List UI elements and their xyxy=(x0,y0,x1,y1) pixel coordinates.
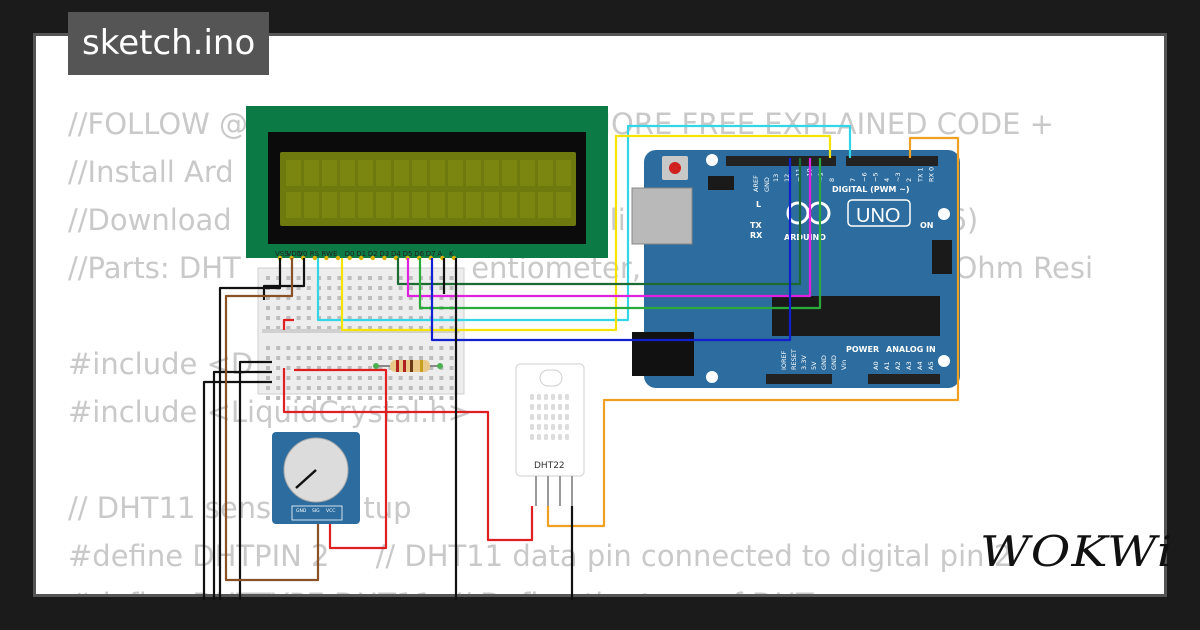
arduino-digital-pin-label: ~11 xyxy=(794,168,802,182)
lcd-pin-label: V0 xyxy=(298,250,307,258)
lcd-pin-label: D1 xyxy=(356,250,366,258)
wire-black-1 xyxy=(202,380,272,600)
lcd-pin-label: K xyxy=(449,250,454,258)
wire-cyan xyxy=(316,124,852,322)
arduino-digital-pin-label: 2 xyxy=(905,178,913,182)
resistor xyxy=(373,360,443,372)
arduino-digital-pin-label: RX 0 xyxy=(928,167,936,182)
arduino-gnd-label: GND xyxy=(763,177,771,192)
arduino-brand: ARDUINO xyxy=(784,233,826,242)
on-led-label: ON xyxy=(920,221,934,230)
arduino-model: UNO xyxy=(856,205,900,227)
lcd-pin-label: VSS xyxy=(275,250,289,258)
l-led-label: L xyxy=(756,200,761,209)
arduino-power-pin-label: IOREF xyxy=(780,350,788,370)
arduino-digital-pin-label: TX 1 xyxy=(916,167,924,183)
arduino-uno: DIGITAL (PWM ~) POWER ANALOG IN ON L TX … xyxy=(631,150,960,388)
analog-header-label: ANALOG IN xyxy=(886,345,936,354)
arduino-digital-pin-label: 12 xyxy=(783,174,791,182)
wire-green xyxy=(418,158,822,310)
arduino-aref-label: AREF xyxy=(752,175,760,192)
lcd-pin-label: RS xyxy=(310,250,320,258)
arduino-analog-pin-label: A1 xyxy=(883,361,891,370)
power-header-label: POWER xyxy=(846,345,879,354)
wires xyxy=(202,124,960,600)
lcd-pin-label: D0 xyxy=(345,250,355,258)
wire-black-5 xyxy=(218,258,282,600)
arduino-digital-pin-label: ~5 xyxy=(872,172,880,182)
arduino-analog-pin-label: A0 xyxy=(872,361,880,370)
wire-brown xyxy=(224,258,320,582)
wire-blue xyxy=(430,158,792,342)
wokwi-logo: WOKWi xyxy=(980,527,1174,576)
lcd-pin-last: 16 xyxy=(462,261,470,268)
wire-orange xyxy=(546,136,960,528)
arduino-power-pin-label: 3.3V xyxy=(800,355,808,370)
pot-pin-vcc: VCC xyxy=(326,508,335,514)
dht22-sensor: DHT22 xyxy=(515,363,585,506)
lcd-pin-label: D2 xyxy=(368,250,378,258)
arduino-analog-pin-label: A3 xyxy=(905,361,913,370)
wire-darkgreen xyxy=(396,158,802,286)
file-title-badge: sketch.ino xyxy=(68,12,270,75)
arduino-digital-pin-label: 4 xyxy=(883,178,891,182)
wire-red-pot xyxy=(294,368,388,550)
lcd-pin-label: E xyxy=(333,250,337,258)
arduino-digital-pin-label: ~3 xyxy=(894,172,902,182)
tx-led-label: TX xyxy=(750,221,762,230)
wire-magenta xyxy=(406,158,812,298)
arduino-analog-pin-label: A4 xyxy=(916,361,924,370)
lcd-pin-label: D7 xyxy=(426,250,436,258)
arduino-digital-pin-label: 7 xyxy=(849,178,857,182)
lcd-pin-label: D6 xyxy=(414,250,424,258)
wire-black-3 xyxy=(238,360,272,600)
arduino-power-pin-label: GND xyxy=(830,355,838,370)
lcd-pin-label: D3 xyxy=(379,250,389,258)
digital-header-label: DIGITAL (PWM ~) xyxy=(832,185,910,194)
wire-black-2 xyxy=(212,370,272,600)
arduino-power-pin-label: 5V xyxy=(810,361,818,370)
lcd-pin-label: D5 xyxy=(403,250,413,258)
lcd-pin-label: A xyxy=(437,250,442,258)
dht22-label: DHT22 xyxy=(534,461,565,471)
wire-red-dht xyxy=(282,368,534,542)
arduino-power-pin-label: Vin xyxy=(840,360,848,370)
pot-pin-gnd: GND xyxy=(296,508,307,514)
arduino-analog-pin-label: A5 xyxy=(927,361,935,370)
pot-pin-sig: SIG xyxy=(312,508,320,514)
wire-black-4 xyxy=(262,258,306,300)
arduino-power-pin-label: RESET xyxy=(790,349,798,370)
potentiometer: GND SIG VCC xyxy=(272,432,360,524)
wire-red-short xyxy=(282,318,294,330)
arduino-digital-pin-label: ~6 xyxy=(860,172,868,182)
lcd-pin-label: RW xyxy=(321,250,333,258)
lcd-pin-label: VDD xyxy=(287,250,303,258)
wire-yellow xyxy=(340,134,832,332)
arduino-digital-pin-label: 13 xyxy=(772,174,780,182)
lcd-pin-first: 1 xyxy=(272,261,276,268)
arduino-analog-pin-label: A2 xyxy=(894,361,902,370)
arduino-digital-pin-label: 8 xyxy=(828,178,836,182)
lcd-pin-label: D4 xyxy=(391,250,401,258)
arduino-power-pin-label: GND xyxy=(820,355,828,370)
rx-led-label: RX xyxy=(750,231,763,240)
